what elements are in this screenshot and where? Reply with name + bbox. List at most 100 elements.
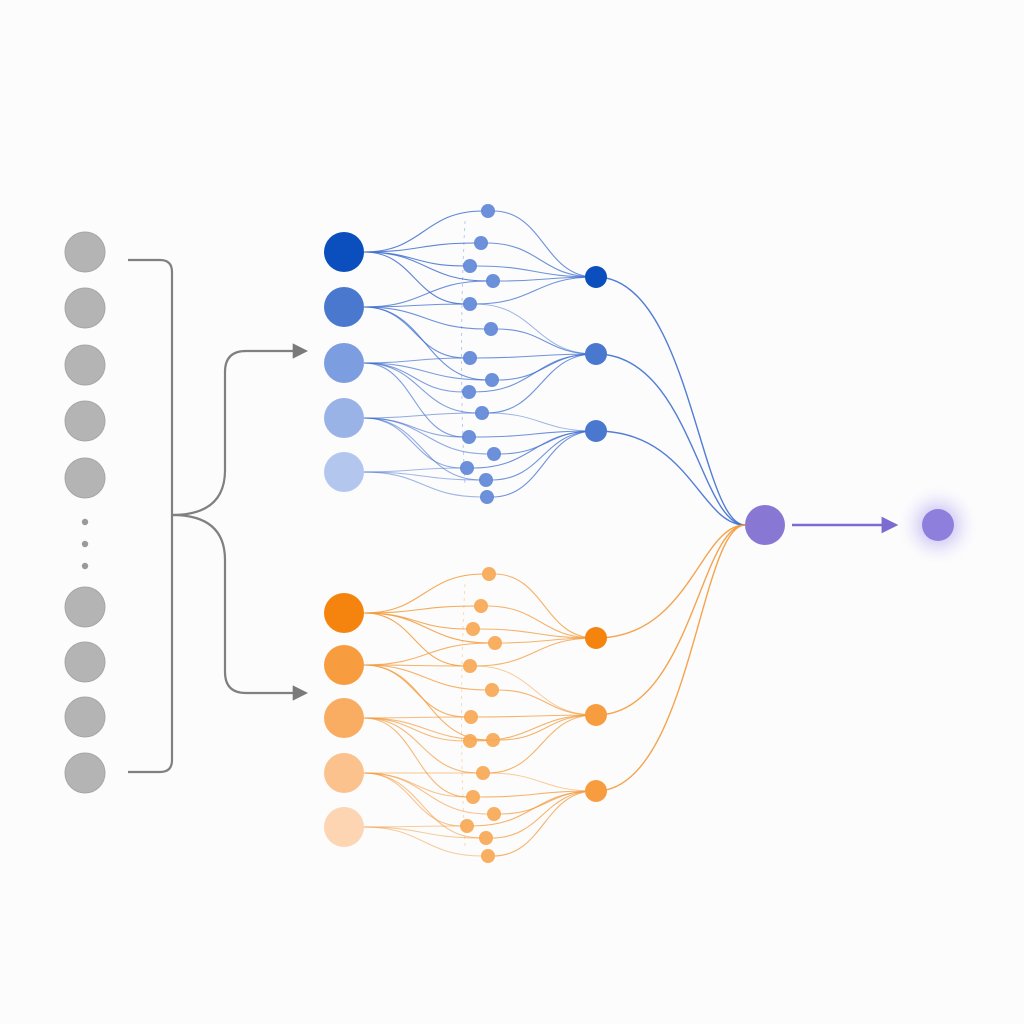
- input-node: [64, 752, 106, 794]
- orange-edge: [363, 717, 479, 774]
- orange-edge: [363, 717, 466, 742]
- orange-edge: [363, 825, 463, 828]
- blue-to-merge-edge: [595, 430, 746, 526]
- blue-edge: [496, 353, 596, 381]
- orange-edge: [363, 573, 485, 614]
- ellipsis-dot: [81, 540, 89, 548]
- orange-edge: [490, 790, 596, 839]
- orange-edge: [363, 717, 469, 798]
- blue-edge: [363, 251, 466, 305]
- orange-edge: [493, 573, 596, 639]
- blue-edge: [492, 210, 596, 278]
- orange-edge: [363, 772, 482, 839]
- orange-small-node: [464, 710, 478, 724]
- blue-hidden-node: [585, 266, 607, 288]
- orange-edge: [471, 790, 596, 827]
- orange-small-node: [479, 831, 493, 845]
- blue-edge: [363, 210, 484, 253]
- orange-small-node: [482, 567, 496, 581]
- blue-edge: [495, 328, 596, 355]
- blue-large-node: [324, 232, 364, 272]
- orange-edge: [487, 772, 596, 792]
- blue-edge: [474, 353, 596, 359]
- blue-edge: [491, 430, 596, 498]
- orange-edge: [363, 605, 477, 614]
- blue-edge: [363, 412, 478, 419]
- blue-edge: [490, 430, 596, 481]
- blue-edge: [363, 362, 478, 414]
- blue-edge: [363, 306, 488, 381]
- ellipsis-dot: [81, 562, 89, 570]
- blue-edge: [486, 353, 596, 414]
- orange-edge: [363, 826, 482, 839]
- orange-large-node: [324, 753, 364, 793]
- blue-small-node: [485, 373, 499, 387]
- orange-edge: [363, 664, 467, 718]
- orange-small-node: [481, 849, 495, 863]
- orange-small-node: [474, 599, 488, 613]
- orange-hidden-node: [585, 780, 607, 802]
- blue-edge: [363, 280, 489, 308]
- blue-small-node: [480, 490, 494, 504]
- blue-edge: [474, 303, 596, 355]
- blue-edge: [363, 467, 463, 473]
- input-node: [64, 696, 106, 738]
- orange-edge: [363, 826, 484, 857]
- input-node: [64, 287, 106, 329]
- orange-large-node: [324, 698, 364, 738]
- input-node: [64, 641, 106, 683]
- orange-edge: [496, 689, 596, 716]
- blue-edge: [486, 412, 596, 432]
- orange-small-node: [463, 659, 477, 673]
- blue-edge: [474, 265, 596, 278]
- orange-edge: [485, 605, 596, 639]
- orange-to-merge-edge: [595, 524, 746, 792]
- connection-edges: [363, 210, 746, 857]
- orange-to-merge-edge: [595, 524, 746, 716]
- blue-small-node: [484, 322, 498, 336]
- blue-large-node: [324, 398, 364, 438]
- orange-small-node: [486, 733, 500, 747]
- blue-edge: [363, 357, 466, 364]
- orange-to-merge-edge: [595, 524, 746, 639]
- blue-edge: [363, 251, 489, 282]
- orange-small-node: [460, 819, 474, 833]
- blue-hidden-node: [585, 420, 607, 442]
- orange-hidden-node: [585, 627, 607, 649]
- orange-large-node: [324, 807, 364, 847]
- orange-small-node: [488, 636, 502, 650]
- orange-edge: [363, 612, 466, 667]
- blue-edge: [363, 362, 465, 438]
- input-node: [64, 344, 106, 386]
- output-node: [922, 509, 954, 541]
- orange-edge: [363, 772, 490, 815]
- orange-edge: [475, 714, 596, 718]
- orange-edge: [487, 714, 596, 774]
- blue-edge: [363, 303, 466, 308]
- blue-edge: [363, 306, 487, 330]
- blue-edge: [473, 353, 596, 393]
- blue-edge: [363, 417, 482, 481]
- blue-edge: [363, 417, 490, 455]
- blue-small-node: [486, 274, 500, 288]
- orange-hidden-node: [585, 704, 607, 726]
- orange-edge: [474, 665, 596, 716]
- blue-guide-line: [461, 220, 466, 488]
- blue-large-node: [324, 287, 364, 327]
- input-bracket-connector: [128, 258, 309, 774]
- blue-small-node: [463, 297, 477, 311]
- input-node: [64, 400, 106, 442]
- input-node: [64, 586, 106, 628]
- blue-small-node: [463, 259, 477, 273]
- arrow-to-orange-branch: [171, 513, 309, 701]
- input-bracket: [128, 258, 174, 774]
- blue-small-node: [460, 461, 474, 475]
- orange-edge: [492, 790, 596, 857]
- arrow-to-blue-branch: [171, 343, 309, 517]
- blue-small-node: [462, 385, 476, 399]
- blue-small-node: [462, 430, 476, 444]
- blue-large-node: [324, 343, 364, 383]
- orange-small-node: [466, 622, 480, 636]
- orange-small-node: [463, 734, 477, 748]
